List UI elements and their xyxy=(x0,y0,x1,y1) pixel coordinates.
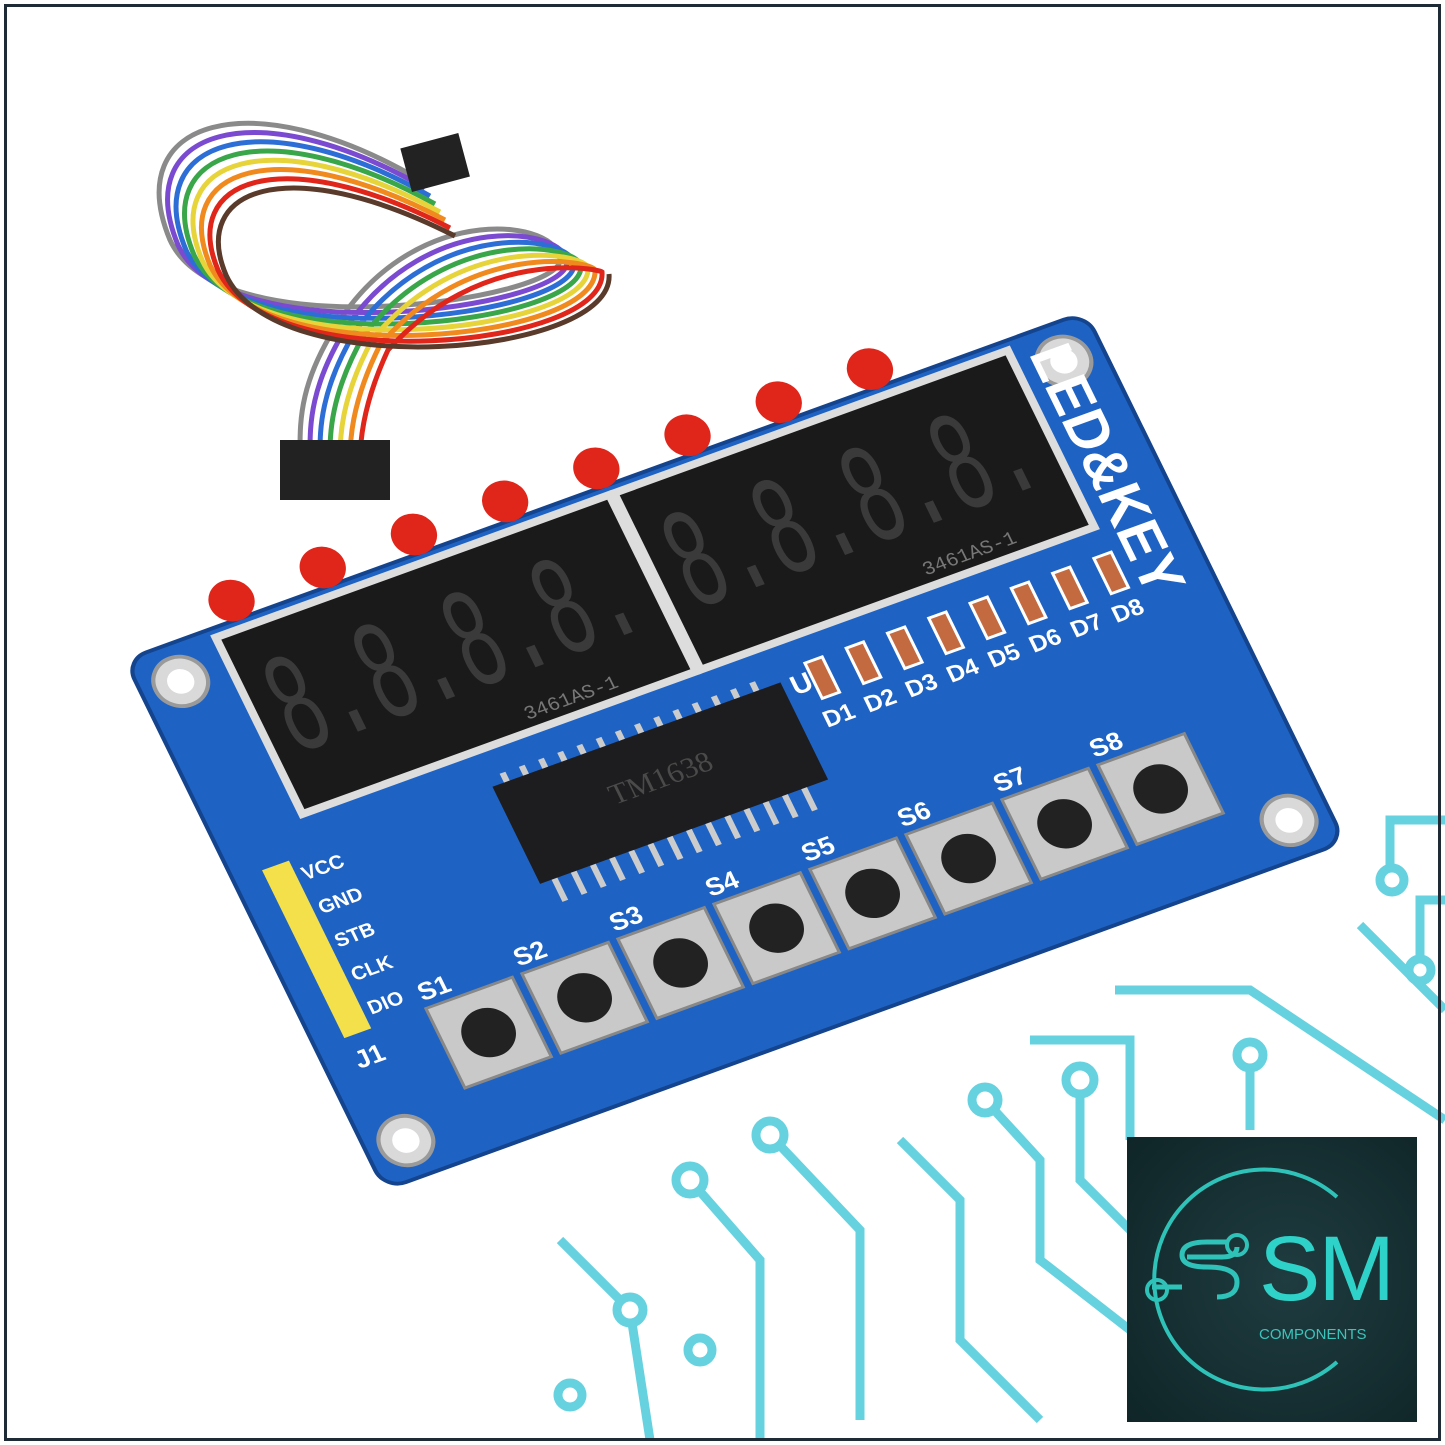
led-key-board: 8.8.8.8. 3461AS-1 8.8.8.8. 3461AS-1 LED&… xyxy=(130,316,1340,1186)
logo-subtitle: COMPONENTS xyxy=(1259,1326,1367,1343)
ribbon-cable xyxy=(156,120,612,500)
logo-brand: SM xyxy=(1259,1218,1395,1320)
seven-segment-display-left: 8.8.8.8. 3461AS-1 xyxy=(210,489,702,820)
sm-components-logo: SM COMPONENTS xyxy=(1127,1137,1417,1422)
seven-segment-display-right: 8.8.8.8. 3461AS-1 xyxy=(608,345,1100,675)
circuit-background xyxy=(553,815,1445,1441)
red-leds xyxy=(208,348,894,622)
logo-emblem xyxy=(1145,1167,1339,1392)
